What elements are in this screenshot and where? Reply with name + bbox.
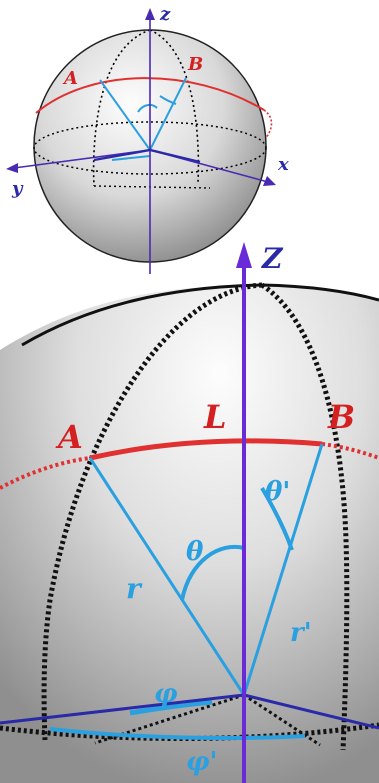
small-dark-base [93, 148, 201, 164]
large-phi-arc [129, 699, 213, 716]
small-label-B: B [187, 54, 203, 75]
large-label-L: L [203, 398, 227, 436]
large-dark-base-left [0, 693, 245, 725]
large-radius-r [88, 457, 246, 696]
large-label-B: B [327, 398, 355, 436]
large-label-r-prime: r' [290, 618, 312, 648]
large-sphere-outline [21, 283, 379, 347]
large-latitude-arc-left-dotted [0, 456, 91, 490]
small-y-arrow [6, 163, 18, 173]
small-radius-r [99, 79, 151, 151]
large-sphere-body [0, 285, 379, 783]
small-latitude-arc-front [35, 77, 265, 114]
large-label-Z: Z [261, 242, 284, 275]
small-label-y: y [11, 178, 24, 199]
small-label-x: x [277, 154, 289, 175]
small-radius-r-prime [149, 77, 187, 151]
small-theta-arc [137, 103, 158, 113]
small-meridian-right [149, 29, 200, 183]
large-dark-base-right [243, 693, 379, 730]
large-sphere [0, 282, 379, 783]
small-latitude-arc-back [263, 109, 273, 139]
large-label-theta-prime: θ' [265, 477, 290, 507]
small-sphere: z x y A B [6, 4, 289, 274]
large-latitude-arc [89, 438, 323, 461]
large-label-r: r [126, 572, 143, 605]
small-x-arrow [263, 176, 276, 186]
large-theta-prime-arc [260, 486, 294, 551]
small-phi-arc [111, 155, 151, 161]
small-base-dotted [93, 185, 211, 189]
large-meridian-left [41, 282, 263, 741]
small-label-z: z [159, 4, 171, 25]
large-latitude-arc-right-dotted [321, 442, 379, 460]
small-theta-prime-arc [159, 95, 177, 105]
large-theta-arc [180, 544, 245, 601]
large-label-A: A [55, 418, 83, 456]
large-phi-prime-arc [49, 727, 306, 740]
large-label-phi-prime: φ' [186, 747, 217, 777]
large-radius-r-prime [242, 443, 324, 696]
small-z-arrow [145, 8, 155, 20]
large-label-phi: φ [154, 679, 178, 709]
large-meridian-right [260, 282, 350, 751]
large-label-theta: θ [186, 537, 204, 567]
large-z-arrow [236, 242, 252, 268]
large-projection-left [94, 693, 245, 745]
small-equator [33, 121, 267, 175]
small-label-A: A [62, 68, 78, 89]
